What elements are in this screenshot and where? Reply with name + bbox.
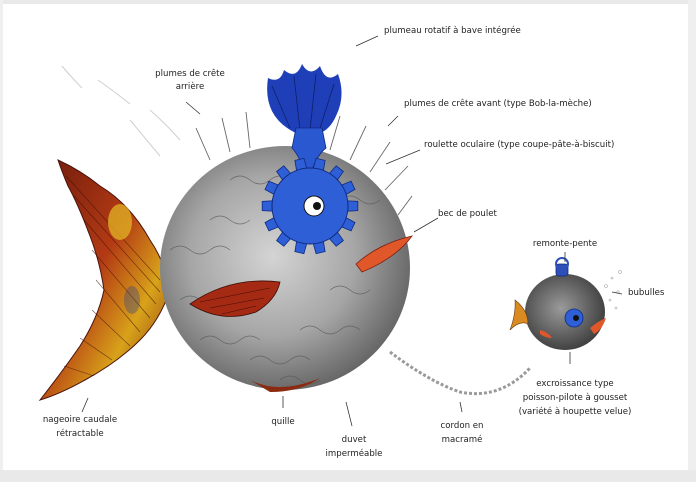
tail-fin (40, 160, 170, 400)
macrame-cord (390, 352, 530, 394)
label-excroissance-2: poisson-pilote à gousset (523, 393, 628, 403)
label-bec: bec de poulet (438, 209, 498, 219)
label-excroissance-3: (variété à houpette velue) (519, 406, 632, 417)
label-plumes-avant: plumes de crête avant (type Bob-la-mèche… (404, 98, 592, 109)
label-bubulles: bubulles (628, 288, 665, 298)
bubbles (605, 271, 622, 309)
label-duvet-1: duvet (342, 435, 367, 445)
pilot-fish (510, 258, 606, 350)
label-excroissance-1: excroissance type (536, 379, 613, 389)
motion-lines (62, 66, 180, 156)
label-plumes-arriere-2: arrière (176, 81, 205, 92)
label-quille: quille (271, 417, 294, 427)
label-cordon-1: cordon en (441, 421, 484, 431)
label-duvet-2: imperméable (326, 448, 383, 459)
label-remonte: remonte-pente (533, 239, 597, 249)
label-plumes-arriere-1: plumes de crête (155, 68, 225, 79)
label-roulette: roulette oculaire (type coupe-pâte-à-bis… (424, 140, 614, 150)
label-nageoire-2: rétractable (56, 428, 103, 439)
label-plumeau: plumeau rotatif à bave intégrée (384, 25, 521, 36)
label-cordon-2: macramé (442, 434, 483, 445)
label-nageoire-1: nageoire caudale (43, 415, 117, 425)
